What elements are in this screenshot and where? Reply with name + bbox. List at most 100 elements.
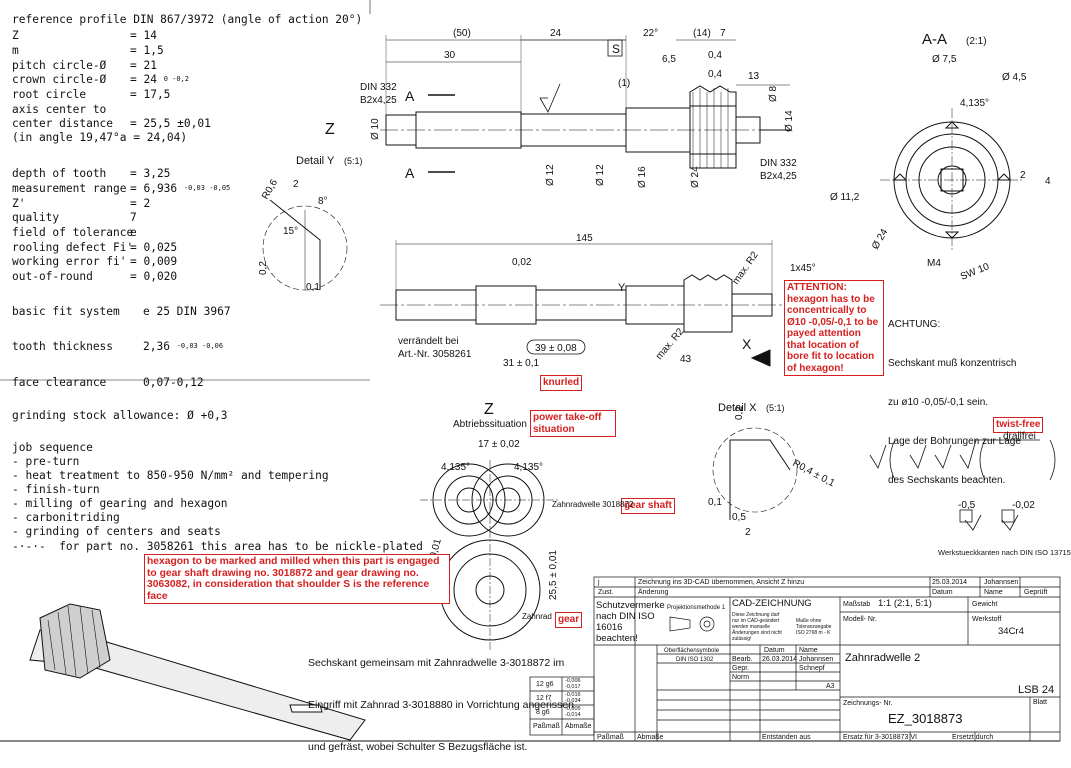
fit-row-tol: -0,005 -0,014 xyxy=(565,706,581,718)
dim-x-02: 0,2 xyxy=(734,406,745,420)
label-artnr: Art.-Nr. 3058261 xyxy=(398,349,472,360)
surface-symbols xyxy=(869,439,1056,531)
spec-row: measurement range= 6,936 -0,03 -0,05 xyxy=(12,182,231,195)
job-item: - grinding of centers and seats xyxy=(12,525,221,538)
spec-value: = 24 0 -0,2 xyxy=(130,73,189,86)
spec-row: axis center to xyxy=(12,103,106,116)
dim-y-8: 8° xyxy=(318,196,328,207)
dim-aa-sw10: SW 10 xyxy=(959,261,991,283)
tb-a3: A3 xyxy=(826,683,835,690)
tb-gepr-name: Schnepf xyxy=(799,665,825,672)
job-item: -·-·- for part no. 3058261 this area has… xyxy=(12,540,423,553)
dim-25-5-b: 25,5 ± 0,01 xyxy=(548,550,559,600)
dim-43: 43 xyxy=(680,354,692,365)
note-gear: gear xyxy=(555,612,583,628)
dim-y-2: 2 xyxy=(293,179,299,190)
dim-aa-4: 4 xyxy=(1045,176,1051,187)
spec-grinding: grinding stock allowance: Ø +0,3 xyxy=(12,409,228,422)
detail-x-scale: (5:1) xyxy=(766,403,785,413)
dim-d24-aa: Ø 24 xyxy=(870,227,891,252)
tb-gewicht: Gewicht xyxy=(972,601,998,608)
dim-aa-11-2: Ø 11,2 xyxy=(830,192,860,203)
tb-datum: Datum xyxy=(932,589,953,596)
tb-rev-index: j xyxy=(598,579,600,586)
tb-geprueft: Geprüft xyxy=(1024,589,1048,596)
spec-key: center distance xyxy=(12,117,114,130)
spec-key: pitch circle-Ø xyxy=(12,59,107,72)
label-werkstueckkanten: Werkstueckkanten nach DIN ISO 13715 xyxy=(938,548,1071,557)
job-sequence-title: job sequence xyxy=(12,441,93,454)
view-z-bottom: Z xyxy=(484,401,494,418)
tb-bearb-date: 26.03.2014 xyxy=(762,656,798,663)
dim-aa-7-5: Ø 7,5 xyxy=(932,54,957,65)
tb-ersatz-fuer: Ersatz für 3-3018873 VI xyxy=(843,734,917,741)
dim-minus-002: -0,02 xyxy=(1012,500,1035,511)
tb-cad: CAD-ZEICHNUNG xyxy=(732,598,812,609)
label-drallfrei: drallfrei xyxy=(1003,431,1036,442)
spec-row: center distance= 25,5 ±0,01 xyxy=(12,117,211,130)
label-abtrieb: Abtriebssituation xyxy=(453,419,527,430)
tb-norm: Norm xyxy=(732,674,750,681)
spec-value: = 21 xyxy=(130,59,157,72)
dim-30: 30 xyxy=(444,50,456,61)
spec-row: out-of-round= 0,020 xyxy=(12,270,178,283)
dim-50: (50) xyxy=(453,28,471,39)
spec-row: crown circle-Ø= 24 0 -0,2 xyxy=(12,73,189,86)
tb-oberflaeche: Oberflächensymbole xyxy=(664,648,720,654)
dim-145: 145 xyxy=(576,233,593,244)
tb-modell: Modell- Nr. xyxy=(843,616,877,623)
tb-massstab: 1:1 (2:1, 5:1) xyxy=(878,598,932,609)
view-labels: A-A (2:1) Detail Y (5:1) Detail X (5:1) … xyxy=(296,31,987,418)
tb-datum-h: Datum xyxy=(764,647,785,654)
section-a-bottom: A xyxy=(405,165,415,181)
tb-title: Zahnradwelle 2 xyxy=(845,652,921,664)
tb-rev-text: Zeichnung ins 3D-CAD übernommen, Ansicht… xyxy=(638,579,805,586)
tb-projektion: Projektionsmethode 1 xyxy=(667,605,726,611)
dim-4135-c: 4,135° xyxy=(514,462,543,473)
spec-title: reference profile DIN 867/3972 (angle of… xyxy=(12,13,363,26)
dim-002: 0,02 xyxy=(512,257,532,268)
dim-b2x425-b: B2x4,25 xyxy=(760,171,797,182)
title-block xyxy=(529,576,1061,742)
dim-aa-4135: 4,135° xyxy=(960,98,989,109)
tb-passmass: Paßmaß xyxy=(597,734,624,741)
spec-key: Z xyxy=(12,29,19,42)
dim-x-2: 2 xyxy=(745,527,751,538)
german-sechskant-note: Sechskant gemeinsam mit Zahnradwelle 3-3… xyxy=(308,657,574,753)
dim-39: 39 ± 0,08 xyxy=(535,343,577,354)
job-item: - carbonitriding xyxy=(12,511,120,524)
note-attention: ATTENTION: hexagon has to be concentrica… xyxy=(784,280,884,376)
dim-17: 17 ± 0,02 xyxy=(478,439,520,450)
dim-b2x425-a: B2x4,25 xyxy=(360,95,397,106)
dim-din332-a: DIN 332 xyxy=(360,82,397,93)
dim-din332-b: DIN 332 xyxy=(760,158,797,169)
dim-d14: Ø 14 xyxy=(784,110,795,132)
dim-d8: Ø 8 xyxy=(768,85,779,102)
dim-6-5: 6,5 xyxy=(662,54,676,65)
dim-x-05: 0,5 xyxy=(732,512,746,523)
spec-row: root circle = 17,5 xyxy=(12,88,170,101)
detail-x-title: Detail X xyxy=(718,402,757,414)
spec-value: = 14 xyxy=(130,29,157,42)
view-z-top: Z xyxy=(325,121,335,138)
dim-24: 24 xyxy=(550,28,562,39)
power-takeoff-gears xyxy=(420,460,560,650)
fit-row: 8 g6 xyxy=(536,709,550,716)
fit-row-tol: -0,006 -0,017 xyxy=(565,678,581,690)
tb-zeichnungs-label: Zeichnungs- Nr. xyxy=(843,700,893,707)
spec-key: axis center to xyxy=(12,103,107,116)
tb-ersetzt: Ersetzt durch xyxy=(952,734,994,741)
spec-row: rooling defect Fi'= 0,025 xyxy=(12,241,178,254)
shoulder-s: S xyxy=(612,42,620,56)
dim-y-15: 15° xyxy=(283,226,298,237)
spec-key: root circle xyxy=(12,88,87,101)
dim-14: (14) xyxy=(693,28,711,39)
detail-y-title: Detail Y xyxy=(296,155,335,167)
dim-r2-a: max. R2 xyxy=(730,250,761,287)
spec-value: = 17,5 xyxy=(130,88,171,101)
detail-y-scale: (5:1) xyxy=(344,156,363,166)
